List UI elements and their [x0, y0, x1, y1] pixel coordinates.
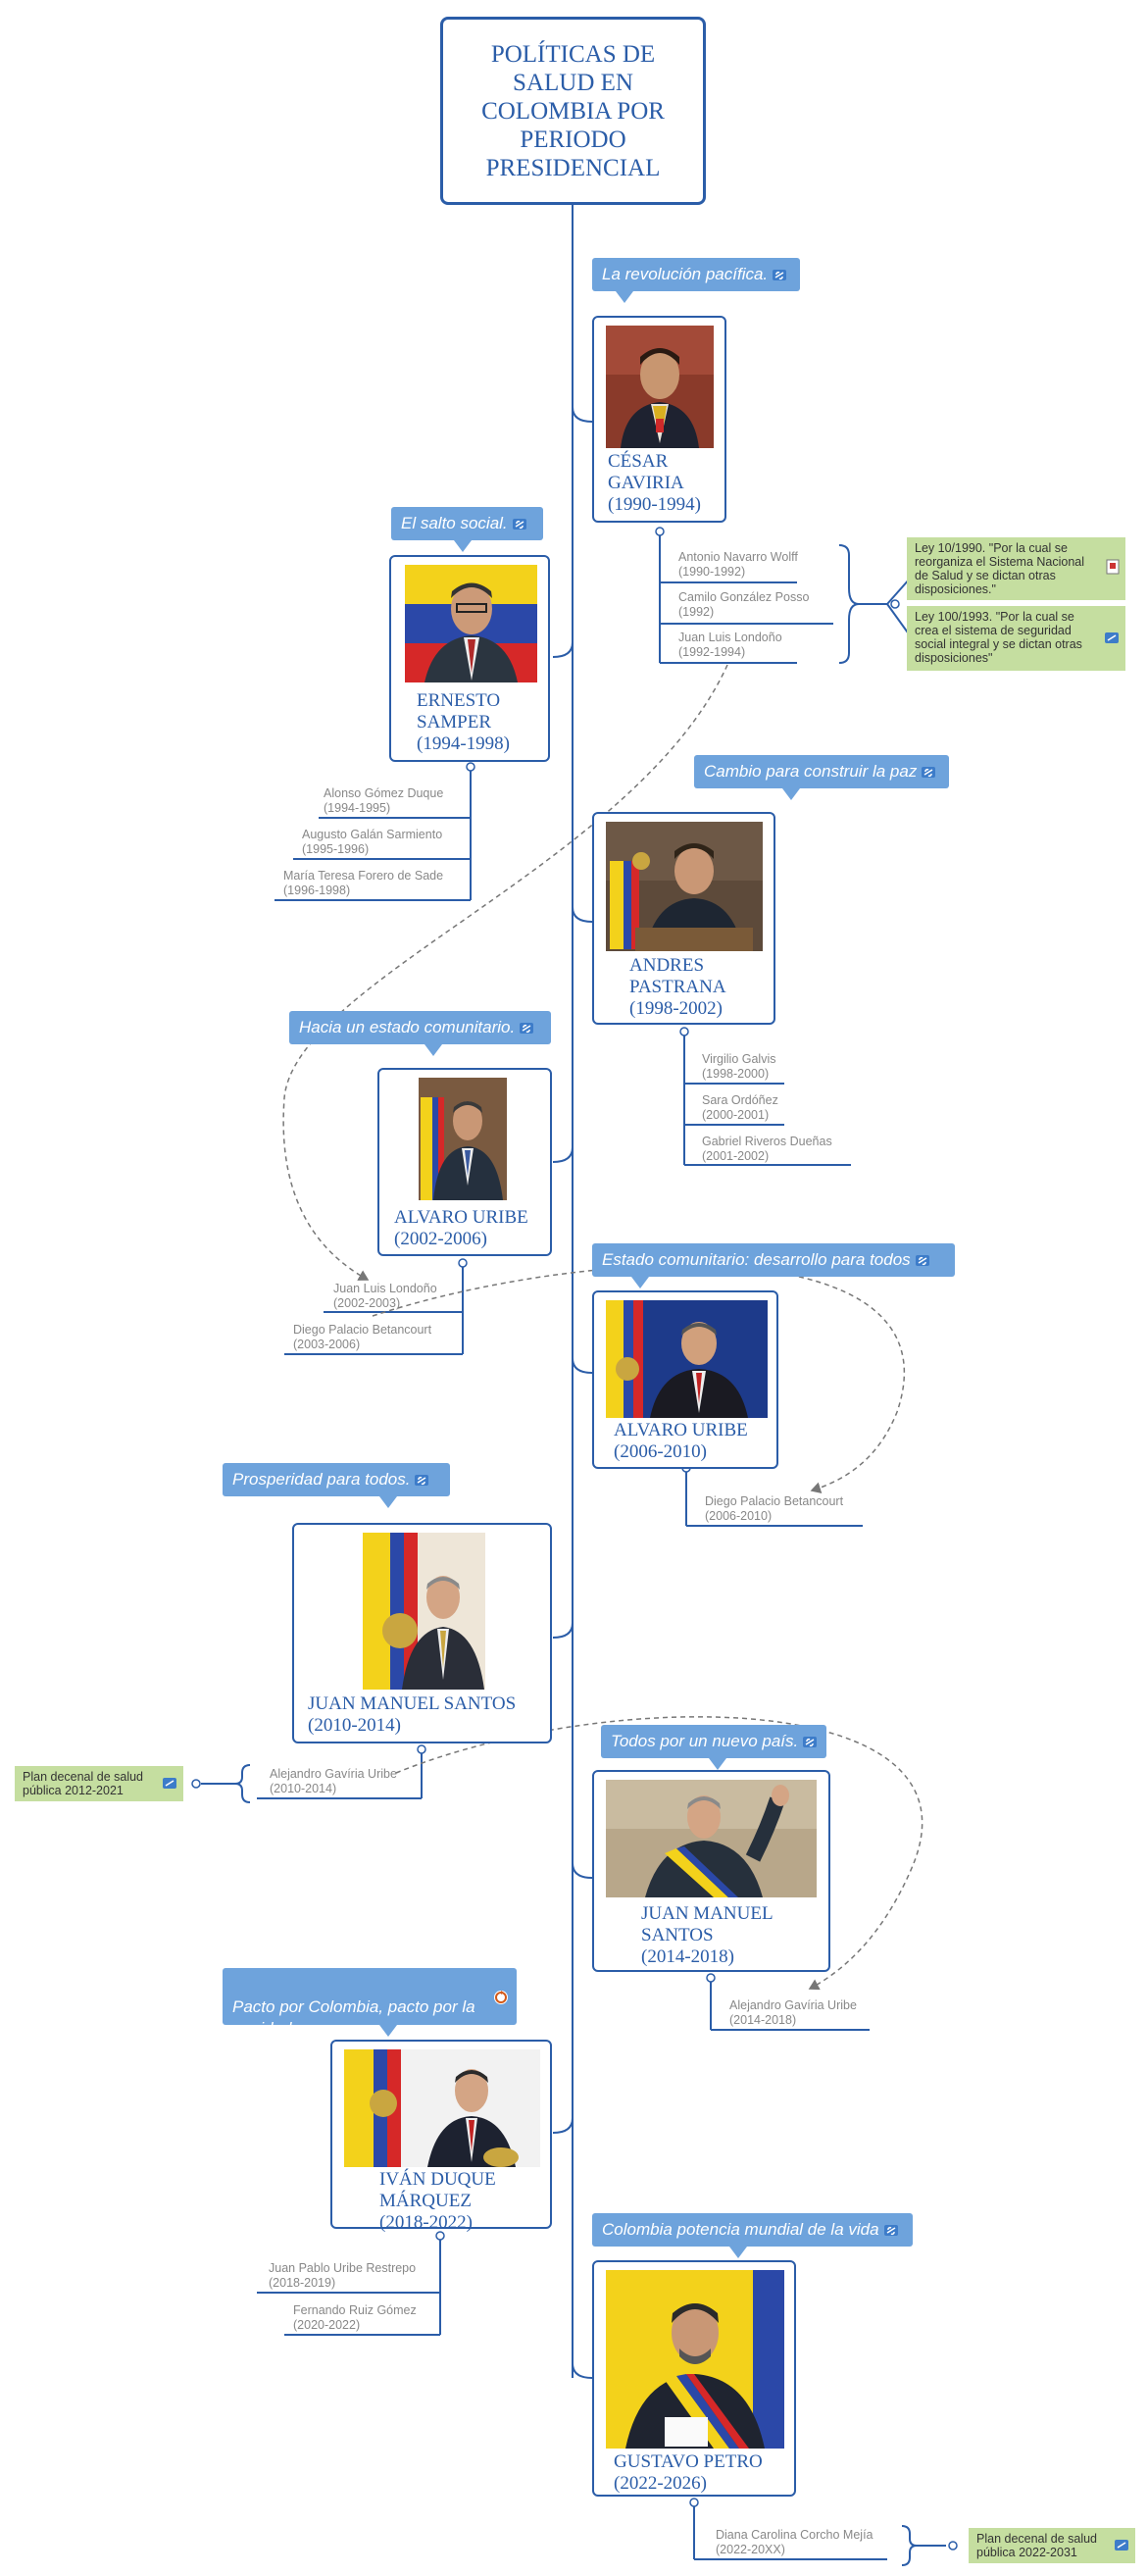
- minister-riveros: Gabriel Riveros Dueñas(2001-2002): [702, 1135, 832, 1163]
- slogan-text: Estado comunitario: desarrollo para todo…: [602, 1250, 911, 1269]
- president-card-uribe-2[interactable]: ALVARO URIBE (2006-2010): [592, 1290, 778, 1469]
- minister-gonzalez: Camilo González Posso(1992): [678, 590, 810, 619]
- slogan-text: El salto social.: [401, 514, 508, 532]
- president-name-samper: ERNESTO SAMPER (1994-1998): [417, 690, 510, 754]
- link-icon[interactable]: [921, 766, 936, 779]
- minister-uribe-restrepo: Juan Pablo Uribe Restrepo(2018-2019): [269, 2261, 417, 2290]
- link-icon[interactable]: [414, 1474, 429, 1487]
- slogan-text: Prosperidad para todos.: [232, 1470, 411, 1489]
- president-name-uribe-1: ALVARO URIBE (2002-2006): [394, 1207, 528, 1249]
- president-card-duque[interactable]: IVÁN DUQUE MÁRQUEZ (2018-2022): [330, 2040, 552, 2233]
- minister-londono-2: Juan Luis Londoño(2002-2003): [333, 1282, 437, 1310]
- link-icon[interactable]: [519, 1022, 534, 1035]
- slogan-pastrana[interactable]: Cambio para construir la paz: [694, 755, 949, 800]
- slogan-text: Colombia potencia mundial de la vida: [602, 2220, 879, 2239]
- photo-samper: [405, 565, 537, 682]
- note-plan-decenal-2022[interactable]: Plan decenal de salud pública 2022-2031: [969, 2528, 1135, 2563]
- link-icon[interactable]: [772, 269, 787, 281]
- slogan-santos-2[interactable]: Todos por un nuevo país.: [601, 1725, 826, 1770]
- minister-palacio-1: Diego Palacio Betancourt(2003-2006): [293, 1323, 432, 1351]
- photo-uribe-1: [419, 1078, 507, 1200]
- note-plan-decenal-2012[interactable]: Plan decenal de salud pública 2012-2021: [15, 1766, 183, 1801]
- slogan-text: La revolución pacífica.: [602, 265, 769, 283]
- minister-navarro: Antonio Navarro Wolff(1990-1992): [678, 550, 798, 579]
- president-name-duque: IVÁN DUQUE MÁRQUEZ (2018-2022): [379, 2169, 496, 2233]
- slogan-gaviria[interactable]: La revolución pacífica.: [592, 258, 800, 303]
- photo-duque: [344, 2049, 540, 2167]
- minister-ruiz: Fernando Ruiz Gómez(2020-2022): [293, 2303, 417, 2332]
- root-title-box[interactable]: POLÍTICAS DE SALUD EN COLOMBIA POR PERIO…: [440, 17, 706, 205]
- president-name-pastrana: ANDRES PASTRANA (1998-2002): [629, 955, 726, 1019]
- president-name-petro: GUSTAVO PETRO (2022-2026): [614, 2451, 763, 2494]
- president-name-santos-1: JUAN MANUEL SANTOS (2010-2014): [308, 1693, 517, 1736]
- photo-uribe-2: [606, 1300, 768, 1418]
- president-card-petro[interactable]: GUSTAVO PETRO (2022-2026): [592, 2260, 796, 2497]
- slogan-uribe-1[interactable]: Hacia un estado comunitario.: [289, 1011, 551, 1056]
- link-icon[interactable]: [512, 518, 527, 530]
- sync-icon[interactable]: [493, 1990, 509, 2005]
- minister-londono: Juan Luis Londoño(1992-1994): [678, 631, 782, 659]
- president-card-santos-2[interactable]: JUAN MANUEL SANTOS (2014-2018): [592, 1770, 830, 1972]
- slogan-text: Todos por un nuevo país.: [611, 1732, 799, 1750]
- root-title: POLÍTICAS DE SALUD EN COLOMBIA POR PERIO…: [481, 40, 665, 181]
- photo-petro: [606, 2270, 784, 2449]
- note-ley-10-1990[interactable]: Ley 10/1990. "Por la cual se reorganiza …: [907, 537, 1125, 600]
- president-card-pastrana[interactable]: ANDRES PASTRANA (1998-2002): [592, 812, 775, 1025]
- president-name-santos-2: JUAN MANUEL SANTOS (2014-2018): [641, 1903, 774, 1967]
- president-card-gaviria[interactable]: CÉSAR GAVIRIA (1990-1994): [592, 316, 726, 523]
- photo-pastrana: [606, 822, 763, 951]
- link-icon[interactable]: [162, 1777, 177, 1790]
- minister-ordonez: Sara Ordóñez(2000-2001): [702, 1093, 778, 1122]
- photo-santos-1: [363, 1533, 485, 1690]
- slogan-duque[interactable]: Pacto por Colombia, pacto por la equidad…: [223, 1968, 517, 2038]
- minister-gomez: Alonso Gómez Duque(1994-1995): [324, 786, 444, 815]
- photo-santos-2: [606, 1780, 817, 1897]
- slogan-text: Hacia un estado comunitario.: [299, 1018, 516, 1036]
- president-card-uribe-1[interactable]: ALVARO URIBE (2002-2006): [377, 1068, 552, 1256]
- note-ley-100-1993[interactable]: Ley 100/1993. "Por la cual se crea el si…: [907, 606, 1125, 671]
- slogan-santos-1[interactable]: Prosperidad para todos.: [223, 1463, 450, 1508]
- slogan-text: Pacto por Colombia, pacto por la equidad…: [232, 1997, 475, 2038]
- minister-forero: María Teresa Forero de Sade(1996-1998): [283, 869, 444, 897]
- president-name-uribe-2: ALVARO URIBE (2006-2010): [614, 1420, 748, 1462]
- photo-gaviria: [606, 326, 714, 448]
- slogan-petro[interactable]: Colombia potencia mundial de la vida: [592, 2213, 913, 2258]
- link-icon[interactable]: [915, 1254, 930, 1267]
- slogan-uribe-2[interactable]: Estado comunitario: desarrollo para todo…: [592, 1243, 955, 1288]
- link-icon[interactable]: [802, 1736, 818, 1748]
- slogan-text: Cambio para construir la paz: [704, 762, 918, 781]
- minister-gaviria-2: Alejandro Gavíria Uribe(2014-2018): [729, 1998, 857, 2027]
- minister-corcho: Diana Carolina Corcho Mejía(2022-20XX): [716, 2528, 873, 2556]
- president-name-gaviria: CÉSAR GAVIRIA (1990-1994): [608, 451, 701, 515]
- president-card-santos-1[interactable]: JUAN MANUEL SANTOS (2010-2014): [292, 1523, 552, 1743]
- minister-galvis: Virgilio Galvis(1998-2000): [702, 1052, 776, 1081]
- president-card-samper[interactable]: ERNESTO SAMPER (1994-1998): [389, 555, 550, 762]
- minister-galan: Augusto Galán Sarmiento(1995-1996): [302, 828, 443, 856]
- slogan-samper[interactable]: El salto social.: [391, 507, 543, 552]
- minister-gaviria-1: Alejandro Gavíria Uribe(2010-2014): [270, 1767, 397, 1795]
- link-icon[interactable]: [1104, 631, 1120, 644]
- link-icon[interactable]: [1114, 2539, 1129, 2551]
- minister-palacio-2: Diego Palacio Betancourt(2006-2010): [705, 1494, 844, 1523]
- document-icon[interactable]: [1106, 559, 1120, 575]
- link-icon[interactable]: [883, 2224, 899, 2237]
